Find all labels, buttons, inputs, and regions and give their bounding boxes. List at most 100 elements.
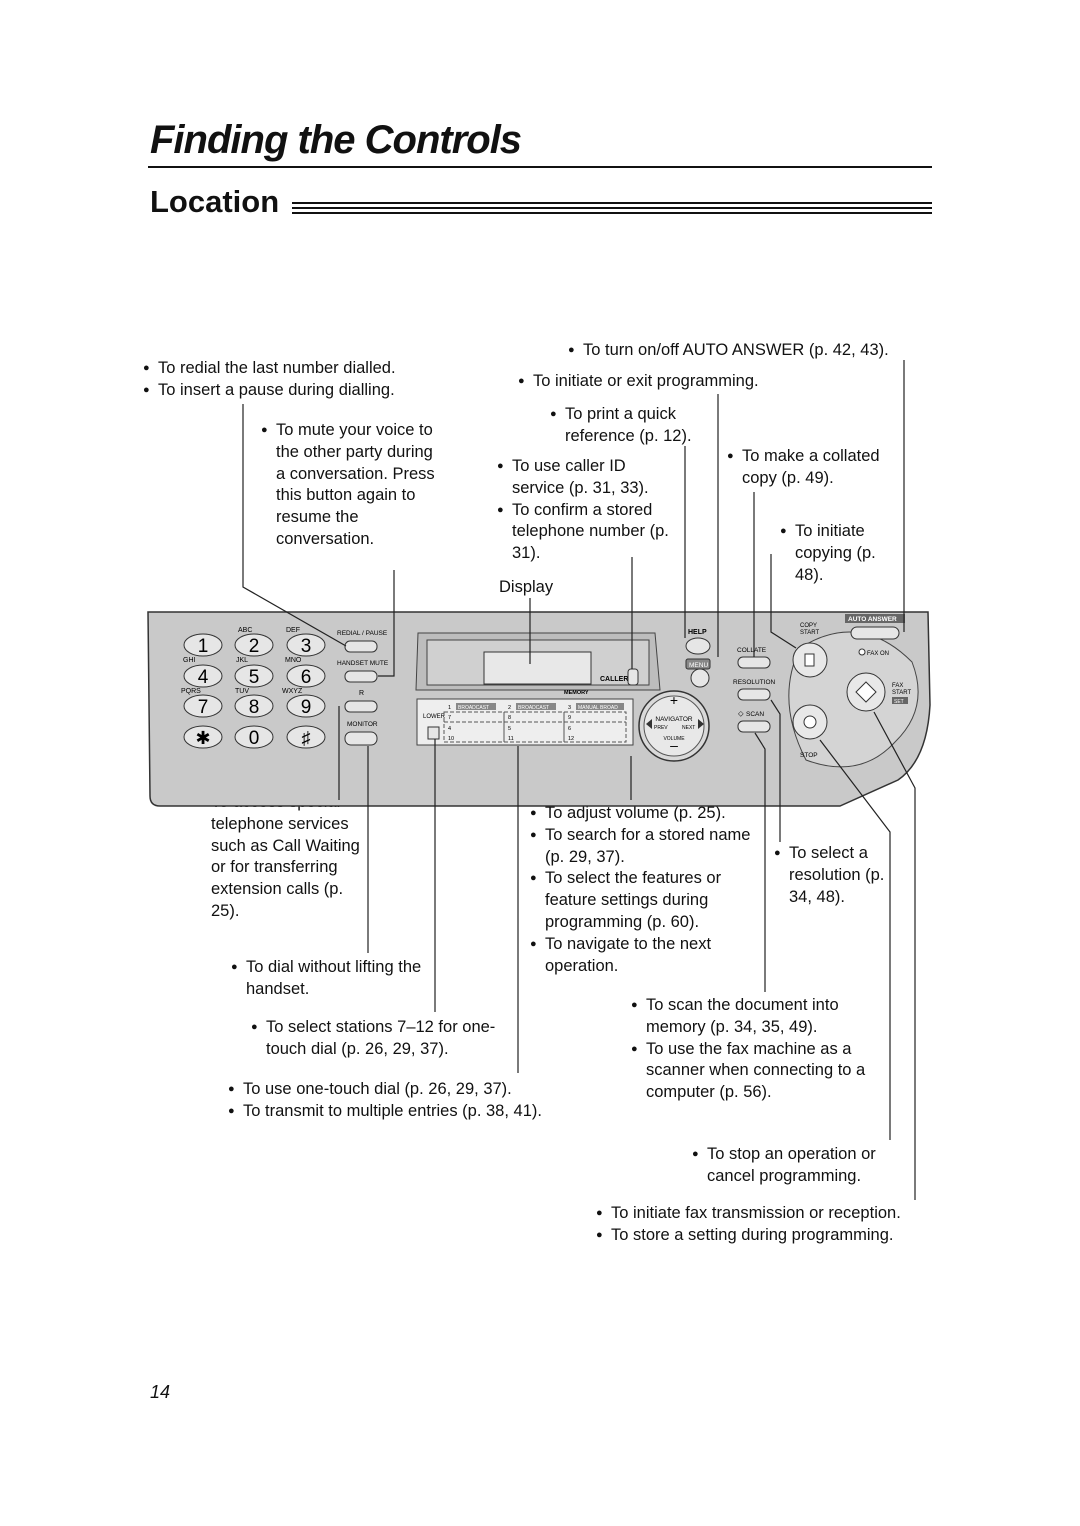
station-4[interactable]: 4 [448,726,451,732]
broadcast-tag-2-text: BROADCAST [518,705,549,711]
broadcast-tag-1 [456,703,496,710]
note-scan: To scan the document into memory (p. 34,… [631,995,871,1104]
station-12[interactable]: 12 [568,736,574,742]
key-2-digit: 2 [249,636,260,657]
navigator-up-icon: + [670,692,678,708]
station-1[interactable]: 1 [448,705,451,711]
note-auto-answer: To turn on/off AUTO ANSWER (p. 42, 43). [568,340,938,362]
key-hash[interactable]: ♯ [286,725,326,749]
note-help-line-1: To print a quick reference (p. 12). [550,404,700,448]
station-7[interactable]: 7 [448,715,451,721]
monitor-label: MONITOR [347,721,378,728]
redial-pause-button[interactable] [344,640,378,653]
station-5[interactable]: 5 [508,726,511,732]
help-label: HELP [688,629,707,636]
resolution-button[interactable] [737,688,771,701]
note-help: To print a quick reference (p. 12). [550,404,700,448]
navigator-label: NAVIGATOR [655,716,693,723]
note-handset-mute-line-1: To mute your voice to the other party du… [261,420,439,551]
note-auto-answer-line-1: To turn on/off AUTO ANSWER (p. 42, 43). [568,340,938,362]
leader-fax-start [873,711,916,1200]
lower-label: LOWER [423,714,446,720]
key-3-digit: 3 [301,636,312,657]
key-6-digit: 6 [301,667,312,688]
caller-id-label: CALLER ID [600,676,637,683]
recall-button[interactable] [344,700,378,713]
fax-start-icon [855,681,877,703]
key-0[interactable]: 0 [234,725,274,749]
key-9[interactable]: 9 WXYZ [282,688,326,718]
note-redial: To redial the last number dialled. To in… [143,358,443,402]
menu-label: MENU [689,662,708,669]
note-display-label: Display [499,578,554,596]
handset-mute-button[interactable] [344,670,378,683]
note-lower: To select stations 7–12 for one-touch di… [251,1017,513,1061]
note-navigator-line-4: To navigate to the next operation. [530,934,760,978]
note-menu-line-1: To initiate or exit programming. [518,371,798,393]
copy-start-label: START [800,630,819,636]
navigator-key[interactable]: + – NAVIGATOR PREV NEXT VOLUME [638,690,710,762]
note-copy-start: To initiate copying (p. 48). [780,521,882,586]
note-monitor: To dial without lifting the handset. [231,957,431,1001]
menu-button[interactable] [690,668,710,688]
note-lower-line-1: To select stations 7–12 for one-touch di… [251,1017,513,1061]
fax-on-indicator [858,648,866,656]
station-9[interactable]: 9 [568,715,571,721]
station-6[interactable]: 6 [568,726,571,732]
key-9-letters: WXYZ [282,688,303,695]
navigator-left-icon [646,719,652,729]
key-4-digit: 4 [198,667,209,688]
broadcast-tag-3 [576,703,624,710]
note-redial-line-2: To insert a pause during dialling. [143,380,443,402]
key-5-letters: JKL [236,657,248,664]
station-2[interactable]: 2 [508,705,511,711]
resolution-label: RESOLUTION [733,679,776,686]
station-3[interactable]: 3 [568,705,571,711]
note-monitor-line-1: To dial without lifting the handset. [231,957,431,1001]
key-1-digit: 1 [198,636,209,657]
broadcast-tag-2 [516,703,556,710]
memory-label: MEMORY [564,690,589,696]
help-button[interactable] [685,637,711,655]
note-scan-line-2: To use the fax machine as a scanner when… [631,1039,871,1104]
navigator-right-icon [698,719,704,729]
key-star[interactable]: ✱ [183,725,223,749]
note-caller-id-line-1: To use caller ID service (p. 31, 33). [497,456,677,500]
title-rule [148,166,932,168]
key-8-letters: TUV [235,688,249,695]
navigator-volume-label: VOLUME [663,736,685,742]
recall-label: R [359,690,364,697]
note-menu: To initiate or exit programming. [518,371,798,393]
caller-id-button[interactable] [627,668,639,686]
redial-pause-label: REDIAL / PAUSE [337,630,388,637]
key-2-letters: ABC [238,627,252,634]
key-1[interactable]: 1 [183,633,223,657]
collate-label: COLLATE [737,647,767,654]
page-number: 14 [150,1382,171,1402]
scan-button[interactable] [737,720,771,733]
auto-answer-button[interactable] [850,626,900,640]
station-8[interactable]: 8 [508,715,511,721]
set-label: SET [894,699,904,705]
lower-button[interactable] [427,726,440,740]
key-2[interactable]: 2 ABC [234,627,274,657]
broadcast-tag-3-text: MANUAL BROAD [578,705,618,711]
monitor-button[interactable] [344,731,378,746]
key-9-digit: 9 [301,697,312,718]
key-hash-digit: ♯ [302,728,311,748]
leader-stop [819,739,891,1140]
station-11[interactable]: 11 [508,736,514,742]
key-star-digit: ✱ [195,728,210,748]
set-tag [892,697,908,704]
note-scan-line-1: To scan the document into memory (p. 34,… [631,995,871,1039]
station-10[interactable]: 10 [448,736,454,742]
navigator-prev-label: PREV [654,725,668,731]
